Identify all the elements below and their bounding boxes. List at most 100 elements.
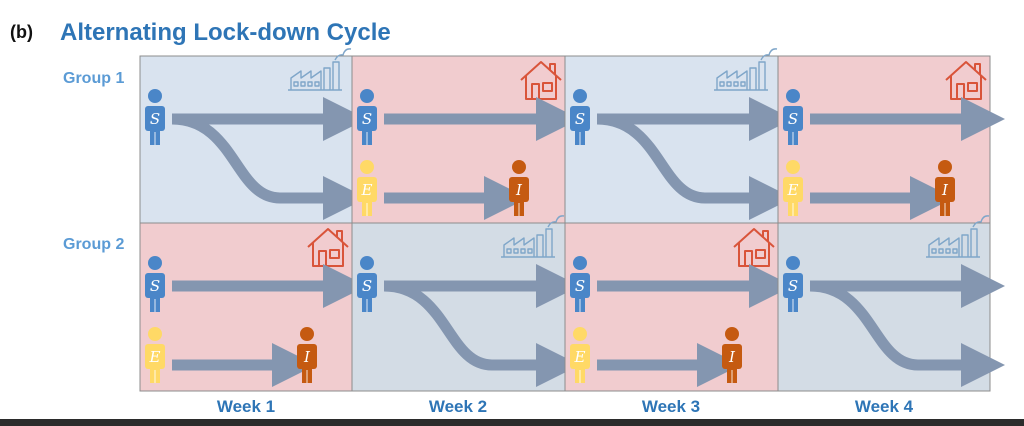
house-icon-g1-w2 [520, 61, 562, 100]
susceptible-person-g1-w2: S [357, 89, 377, 145]
house-icon-g2-w1-chimney [336, 230, 343, 241]
susceptible-person-g1-w3-head [573, 89, 587, 103]
infected-person-g2-w1-head [300, 327, 314, 341]
group-2-label: Group 2 [63, 236, 125, 253]
susceptible-person-g2-w2-leg-gap [366, 299, 368, 312]
factory-icon-g2-w4-window [931, 248, 937, 254]
factory-icon-g2-w4-chimney-1 [961, 234, 969, 257]
susceptible-person-g2-w1-leg-gap [154, 299, 156, 312]
house-icon-g1-w2-chimney [549, 63, 556, 74]
house-icon-g2-w3-door [744, 250, 753, 267]
exposed-person-g2-w3-leg-gap [579, 370, 581, 383]
susceptible-person-g1-w2-leg-gap [366, 132, 368, 145]
infected-person-g2-w3-head [725, 327, 739, 341]
infected-person-g2-w1-torso [297, 344, 317, 369]
susceptible-person-g2-w4-head [786, 256, 800, 270]
exposed-person-g1-w4-torso [783, 177, 803, 202]
factory-icon-g1-w3-window [733, 81, 739, 87]
infected-person-g1-w4-head [938, 160, 952, 174]
exposed-person-g1-w2: E [357, 160, 377, 216]
group-1-label: Group 1 [63, 70, 125, 87]
factory-icon-g1-w3-roof [716, 70, 748, 90]
factory-icon-g1-w1-window [293, 81, 299, 87]
infected-person-g2-w3: I [722, 327, 742, 383]
house-icon-g1-w2-door [531, 83, 540, 100]
factory-icon-g1-w3-window [726, 81, 732, 87]
factory-icon-g2-w2-window [527, 248, 533, 254]
arrow-infection-curve-g2-w2 [383, 280, 580, 387]
infected-person-g2-w1-letter: I [303, 348, 311, 366]
exposed-person-g1-w4-letter: E [787, 181, 799, 199]
exposed-person-g2-w3: E [570, 327, 590, 383]
infected-person-g2-w3-torso [722, 344, 742, 369]
factory-icon-g1-w3 [714, 48, 778, 91]
factory-icon-g1-w1-roof [290, 70, 322, 90]
week-2-label: Week 2 [428, 397, 488, 416]
house-icon-g1-w4-chimney [974, 63, 981, 74]
infected-person-g1-w2-leg-gap [518, 203, 520, 216]
susceptible-person-g2-w1-letter: S [150, 277, 160, 295]
window-bottom-edge [0, 419, 1024, 426]
house-icon-g1-w4-window [967, 82, 978, 92]
exposed-person-g1-w2-torso [357, 177, 377, 202]
susceptible-person-g2-w2-head [360, 256, 374, 270]
susceptible-person-g1-w1-letter: S [150, 110, 160, 128]
factory-icon-g1-w3-smoke [760, 48, 778, 61]
panel-letter: (b) [10, 22, 33, 42]
exposed-person-g1-w2-head [360, 160, 374, 174]
exposed-person-g2-w3-letter: E [574, 348, 586, 366]
factory-icon-g2-w2 [501, 215, 565, 258]
factory-icon-g2-w4-window [945, 248, 951, 254]
susceptible-person-g1-w1: S [145, 89, 165, 145]
week-1-label: Week 1 [216, 397, 276, 416]
susceptible-person-g1-w4-leg-gap [792, 132, 794, 145]
factory-icon-g1-w3-chimney-2 [758, 61, 766, 90]
house-icon-g1-w2-window [542, 82, 553, 92]
infected-person-g1-w2-letter: I [515, 181, 523, 199]
susceptible-person-g2-w3: S [570, 256, 590, 312]
susceptible-person-g2-w4-leg-gap [792, 299, 794, 312]
exposed-person-g2-w1-torso [145, 344, 165, 369]
susceptible-person-g1-w2-head [360, 89, 374, 103]
susceptible-person-g1-w1-torso [145, 106, 165, 131]
diagram-title: Alternating Lock-down Cycle [60, 19, 391, 46]
susceptible-person-g1-w4-torso [783, 106, 803, 131]
factory-icon-g1-w1-window [300, 81, 306, 87]
factory-icon-g2-w2-window [513, 248, 519, 254]
factory-icon-g2-w2-smoke [547, 215, 565, 228]
factory-icon-g1-w1-smoke [334, 48, 352, 61]
house-icon-g2-w1-window [329, 249, 340, 259]
susceptible-person-g1-w3-leg-gap [579, 132, 581, 145]
susceptible-person-g1-w2-torso [357, 106, 377, 131]
factory-icon-g1-w3-chimney-1 [749, 67, 757, 90]
susceptible-person-g2-w2-letter: S [362, 277, 372, 295]
susceptible-person-g2-w1-head [148, 256, 162, 270]
exposed-person-g1-w4: E [783, 160, 803, 216]
factory-icon-g2-w2-window [506, 248, 512, 254]
infected-person-g1-w2-head [512, 160, 526, 174]
susceptible-person-g2-w3-torso [570, 273, 590, 298]
exposed-person-g1-w4-head [786, 160, 800, 174]
susceptible-person-g2-w4: S [783, 256, 803, 312]
week-3-label: Week 3 [641, 397, 701, 416]
arrow-infection-curve-g2-w4 [809, 280, 1005, 387]
susceptible-person-g1-w3: S [570, 89, 590, 145]
house-icon-g2-w1-door [318, 250, 327, 267]
factory-icon-g1-w1-window [307, 81, 313, 87]
arrow-infection-curve-g1-w1 [171, 113, 367, 220]
factory-icon-g1-w3-window [719, 81, 725, 87]
infected-person-g1-w4: I [935, 160, 955, 216]
susceptible-person-g2-w3-head [573, 256, 587, 270]
week-4-label: Week 4 [854, 397, 914, 416]
susceptible-person-g2-w3-leg-gap [579, 299, 581, 312]
susceptible-person-g2-w2-torso [357, 273, 377, 298]
exposed-person-g2-w1-leg-gap [154, 370, 156, 383]
infected-person-g1-w2: I [509, 160, 529, 216]
infected-person-g1-w4-leg-gap [944, 203, 946, 216]
susceptible-person-g2-w1: S [145, 256, 165, 312]
factory-icon-g1-w1-chimney-2 [332, 61, 340, 90]
susceptible-person-g1-w2-letter: S [362, 110, 372, 128]
house-icon-g2-w3-chimney [762, 230, 769, 241]
factory-icon-g2-w4-chimney-2 [970, 228, 978, 257]
